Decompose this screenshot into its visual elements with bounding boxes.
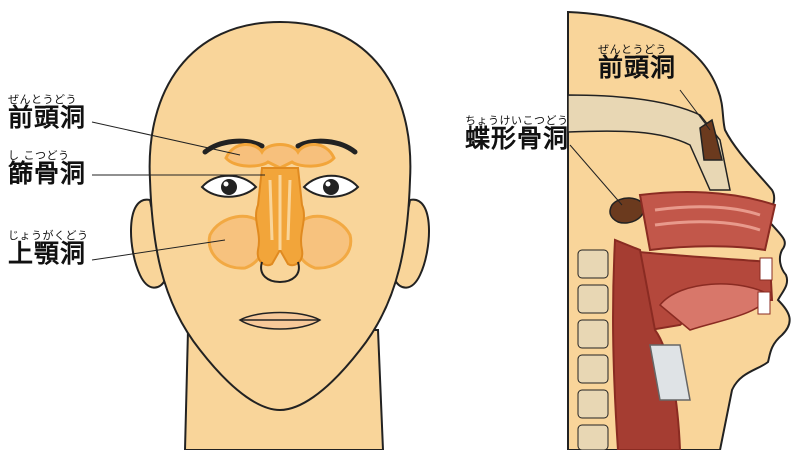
left-pupil [221,179,237,195]
term-sphenoid-side: 蝶形骨洞 [465,126,569,151]
label-frontal-sinus-front: ぜんとうどう 前頭洞 [8,94,86,130]
label-sphenoid-sinus-side: ちょうけいこつどう 蝶形骨洞 [465,115,569,151]
front-face [131,22,429,450]
term-frontal-side: 前頭洞 [598,55,676,80]
term-frontal-front: 前頭洞 [8,105,86,130]
lower-teeth [758,292,770,314]
right-pupil [323,179,339,195]
label-ethmoid-sinus-front: し こつどう 篩骨洞 [8,150,86,186]
label-maxillary-sinus-front: じょうがくどう 上顎洞 [8,230,89,266]
label-frontal-sinus-side: ぜんとうどう 前頭洞 [598,44,676,80]
term-ethmoid-front: 篩骨洞 [8,161,86,186]
term-maxillary-front: 上顎洞 [8,241,89,266]
upper-teeth [760,258,772,280]
frontal-sinus [226,144,334,168]
